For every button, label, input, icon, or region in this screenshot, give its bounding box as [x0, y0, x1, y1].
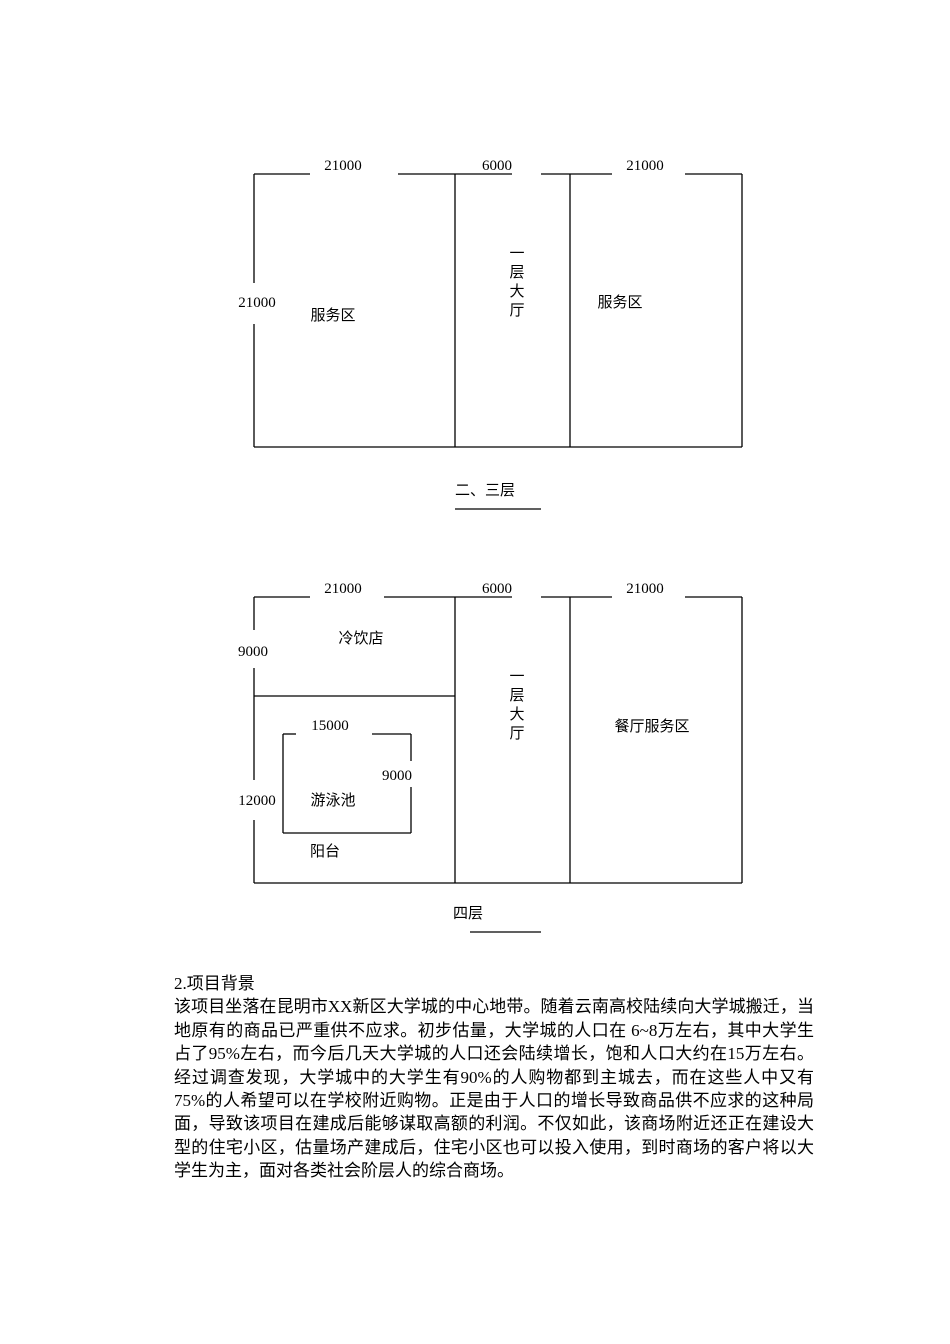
floor-plan-4: [253, 596, 743, 933]
floor-caption-4: 四层: [453, 906, 483, 922]
hall-label-char-1: 一: [509, 669, 524, 685]
dimension-top-left: 21000: [324, 581, 362, 597]
hall-label-char-4: 厅: [509, 726, 524, 742]
section-heading: 2.项目背景: [174, 974, 255, 993]
floor-plan-2-3-labels: 21000 6000 21000 21000 服务区 一 层 大 厅 服务区 二…: [238, 158, 664, 499]
dimension-top-left: 21000: [324, 158, 362, 174]
zone-swimming-pool: 游泳池: [310, 792, 355, 809]
hall-label-char-1: 一: [509, 246, 524, 262]
dimension-left: 21000: [238, 295, 276, 311]
dimension-left-lower: 12000: [238, 793, 276, 809]
dimension-top-middle: 6000: [482, 581, 512, 597]
dimension-top-right: 21000: [626, 158, 664, 174]
zone-balcony: 阳台: [310, 843, 340, 860]
floor-caption-2-3: 二、三层: [455, 483, 515, 499]
zone-right-service: 服务区: [597, 294, 642, 311]
zone-left-service: 服务区: [310, 307, 355, 324]
dimension-top-right: 21000: [626, 581, 664, 597]
dimension-left-upper: 9000: [238, 644, 268, 660]
hall-label-char-2: 层: [509, 688, 524, 704]
hall-label-char-3: 大: [509, 283, 524, 300]
section-body: 该项目坐落在昆明市XX新区大学城的中心地带。随着云南高校陆续向大学城搬迁，当地原…: [174, 997, 814, 1181]
hall-label-char-2: 层: [509, 265, 524, 281]
dimension-top-middle: 6000: [482, 158, 512, 174]
dimension-pool-height: 9000: [382, 768, 412, 784]
hall-label-char-3: 大: [509, 706, 524, 723]
floor-plan-2-3: [253, 173, 743, 510]
zone-restaurant-service: 餐厅服务区: [614, 718, 689, 735]
floor-plan-4-labels: 21000 6000 21000 9000 冷饮店 15000 9000 120…: [238, 581, 690, 922]
dimension-pool-width: 15000: [311, 718, 349, 734]
zone-cold-drink-shop: 冷饮店: [338, 630, 383, 647]
hall-label-char-4: 厅: [509, 303, 524, 319]
floor-plans: 21000 6000 21000 21000 服务区 一 层 大 厅 服务区 二…: [238, 158, 743, 933]
project-background-section: 2.项目背景 该项目坐落在昆明市XX新区大学城的中心地带。随着云南高校陆续向大学…: [174, 972, 814, 1183]
